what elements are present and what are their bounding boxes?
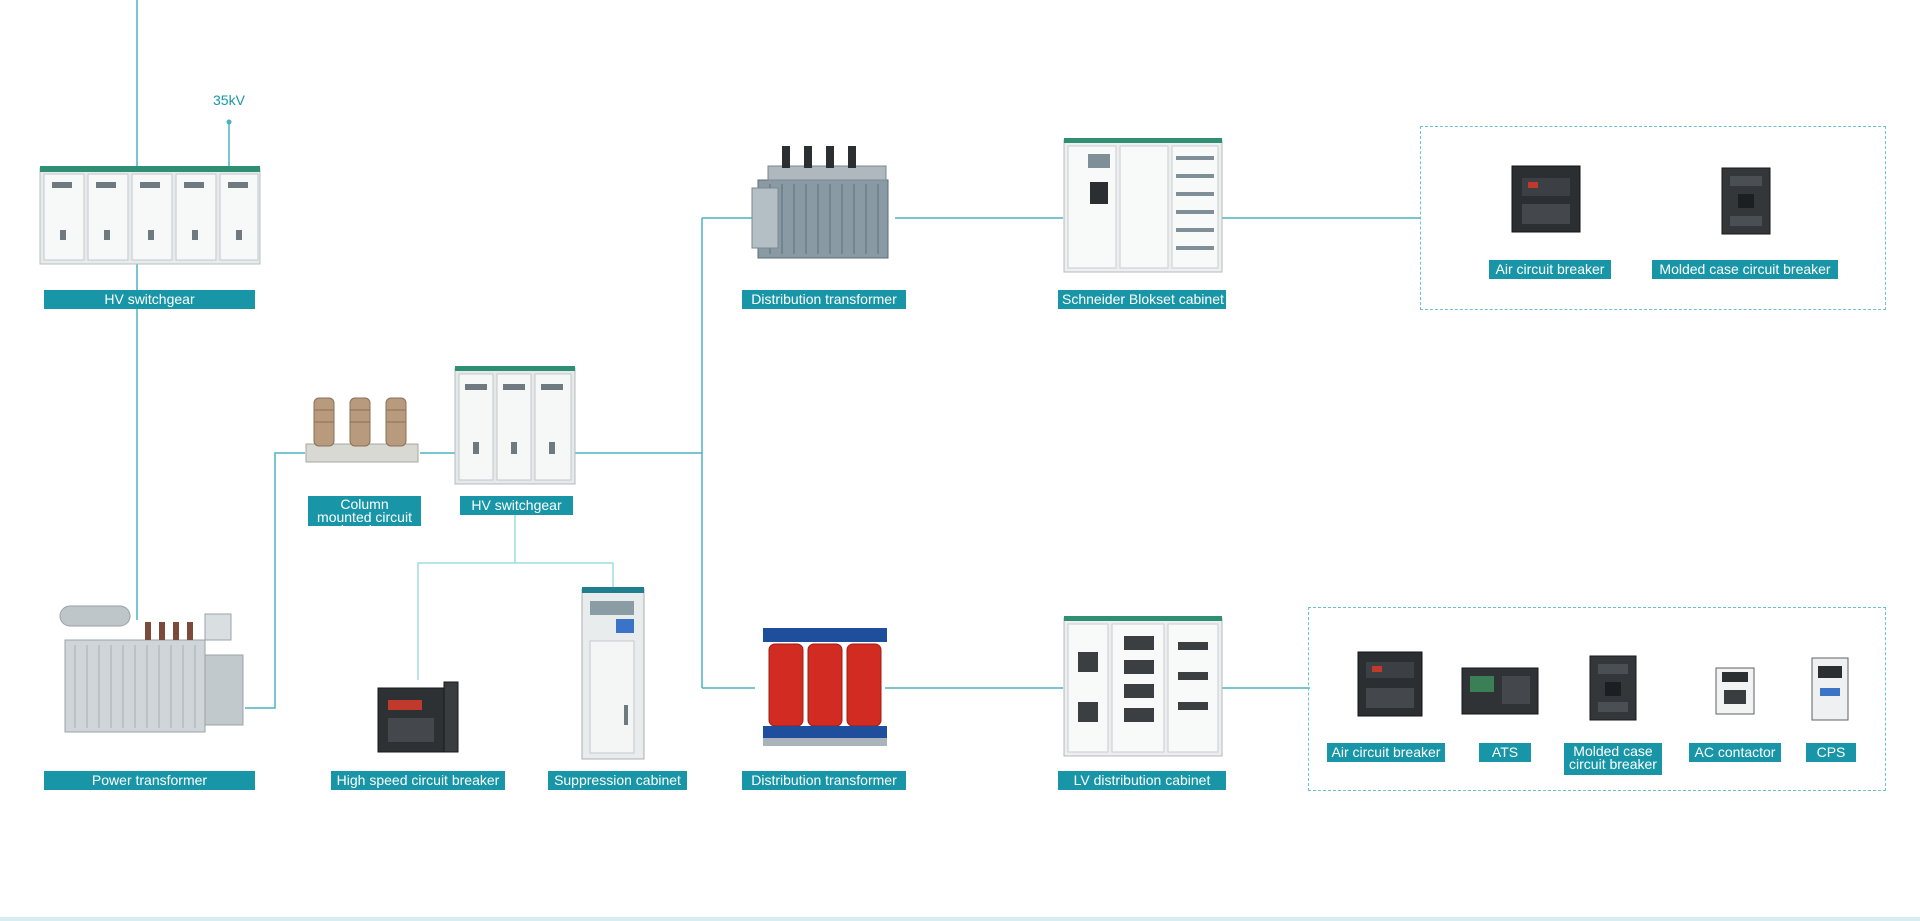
- label-ac-contactor: AC contactor: [1689, 743, 1781, 762]
- bottom-component-group: [1308, 607, 1886, 791]
- label-ats: ATS: [1479, 743, 1531, 762]
- air-breaker-icon: [1357, 651, 1423, 717]
- contactor-icon: [1715, 667, 1755, 715]
- hv-switchgear-icon: [39, 166, 261, 265]
- voltage-tag: 35kV: [213, 92, 245, 108]
- label-bottom-air-breaker: Air circuit breaker: [1327, 743, 1445, 762]
- label-distribution-transformer-top: Distribution transformer: [742, 290, 906, 309]
- label-high-speed-breaker: High speed circuit breaker: [331, 771, 505, 790]
- cps-icon: [1811, 657, 1849, 721]
- label-cps: CPS: [1806, 743, 1856, 762]
- vacuum-breaker-icon: [377, 681, 459, 753]
- hv-switchgear-mid-icon: [454, 366, 576, 485]
- bottom-divider: [0, 917, 1920, 921]
- dry-transformer-icon: [763, 628, 887, 746]
- label-distribution-transformer-bottom: Distribution transformer: [742, 771, 906, 790]
- schneider-cabinet-icon: [1063, 138, 1223, 273]
- label-bottom-mccb: Molded case circuit breaker: [1564, 743, 1662, 775]
- label-suppression-cabinet: Suppression cabinet: [548, 771, 687, 790]
- mccb-icon: [1721, 167, 1771, 235]
- label-hv-switchgear-mid: HV switchgear: [460, 496, 573, 515]
- air-breaker-icon: [1511, 165, 1581, 233]
- label-lv-cabinet: LV distribution cabinet: [1058, 771, 1226, 790]
- label-hv-switchgear-top: HV switchgear: [44, 290, 255, 309]
- label-schneider-cabinet: Schneider Blokset cabinet: [1058, 290, 1226, 309]
- ats-icon: [1461, 667, 1539, 715]
- mccb-icon: [1589, 655, 1637, 721]
- lv-cabinet-icon: [1063, 616, 1223, 757]
- label-column-breaker: Column mounted circuit breaker: [308, 496, 421, 537]
- oil-transformer-icon: [751, 146, 889, 259]
- label-top-air-breaker: Air circuit breaker: [1489, 260, 1611, 279]
- power-transformer-icon: [59, 605, 244, 733]
- column-breaker-icon: [305, 397, 419, 463]
- label-power-transformer: Power transformer: [44, 771, 255, 790]
- suppression-cabinet-icon: [581, 587, 645, 760]
- label-top-mccb: Molded case circuit breaker: [1652, 260, 1838, 279]
- top-component-group: [1420, 126, 1886, 310]
